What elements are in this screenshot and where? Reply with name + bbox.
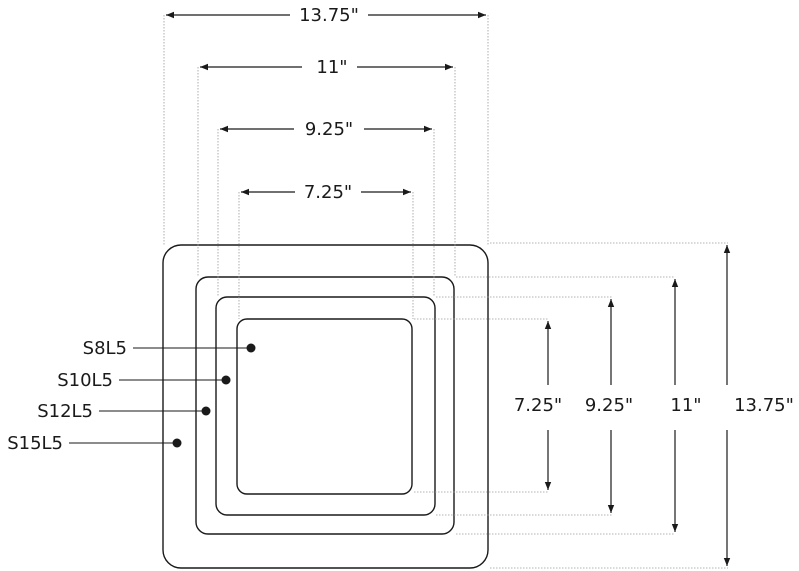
square-s10l5 bbox=[215, 296, 436, 516]
callout-s8l5: S8L5 bbox=[83, 338, 256, 359]
vertical-dimension-7-25: 7.25" bbox=[514, 321, 562, 490]
label-s15l5: S15L5 bbox=[7, 433, 63, 454]
vertical-dimension-9-25: 9.25" bbox=[585, 299, 633, 513]
dim-height-7-25: 7.25" bbox=[514, 395, 562, 416]
horizontal-dimension-7-25: 7.25" bbox=[241, 182, 411, 203]
vertical-dimension-13-75: 13.75" bbox=[723, 245, 794, 566]
horizontal-dimension-13-75: 13.75" bbox=[166, 5, 486, 26]
label-s12l5: S12L5 bbox=[37, 401, 93, 422]
label-s10l5: S10L5 bbox=[57, 370, 113, 391]
dim-height-13-75: 13.75" bbox=[734, 395, 794, 416]
callout-s10l5: S10L5 bbox=[57, 370, 231, 391]
square-s12l5 bbox=[195, 276, 455, 535]
marker-dot-s8l5 bbox=[246, 343, 256, 353]
vertical-dimension-11: 11" bbox=[670, 279, 702, 532]
horizontal-dimension-11: 11" bbox=[200, 57, 453, 78]
marker-dot-s12l5 bbox=[201, 406, 211, 416]
horizontal-extension-lines bbox=[414, 242, 728, 569]
label-s8l5: S8L5 bbox=[83, 338, 127, 359]
dim-width-7-25: 7.25" bbox=[304, 182, 352, 203]
callout-s12l5: S12L5 bbox=[37, 401, 211, 422]
marker-dot-s10l5 bbox=[221, 375, 231, 385]
marker-dot-s15l5 bbox=[172, 438, 182, 448]
horizontal-dimension-9-25: 9.25" bbox=[220, 119, 432, 140]
dim-width-9-25: 9.25" bbox=[305, 119, 353, 140]
callout-s15l5: S15L5 bbox=[7, 433, 182, 454]
square-s15l5 bbox=[162, 244, 489, 569]
vertical-extension-lines bbox=[163, 15, 489, 319]
dim-width-11: 11" bbox=[316, 57, 347, 78]
square-s8l5 bbox=[236, 318, 413, 495]
dim-height-9-25: 9.25" bbox=[585, 395, 633, 416]
dim-height-11: 11" bbox=[670, 395, 701, 416]
dim-width-13-75: 13.75" bbox=[299, 5, 359, 26]
